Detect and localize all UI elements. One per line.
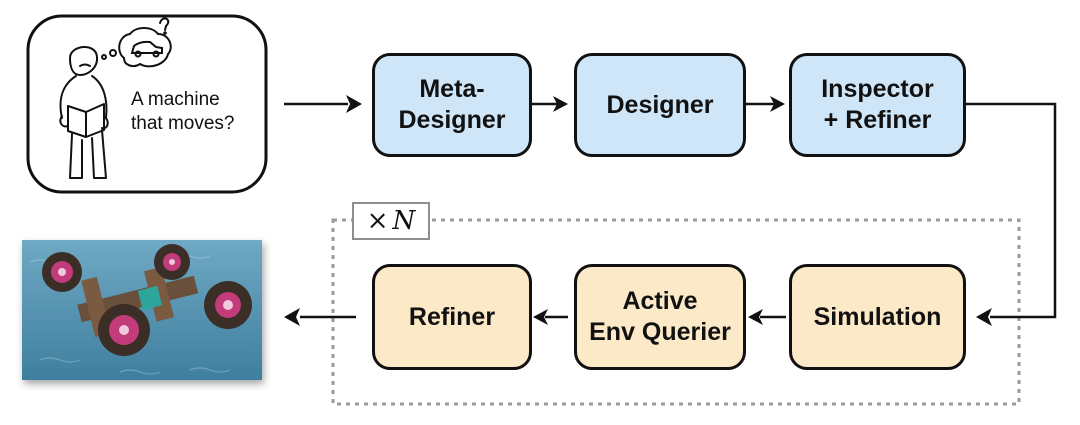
active-env-querier-box: Active Env Querier xyxy=(574,264,746,370)
arrow-inspector-to-simulation xyxy=(965,102,1057,326)
loop-count-badge: × N xyxy=(352,202,430,240)
arrow-designer-to-inspector xyxy=(745,96,785,112)
meta-designer-label: Meta- Designer xyxy=(398,75,506,134)
loop-count: N xyxy=(392,206,416,236)
vehicle-render-image xyxy=(22,240,262,380)
designer-box: Designer xyxy=(574,53,746,157)
designer-label: Designer xyxy=(606,90,714,119)
inspector-refiner-box: Inspector + Refiner xyxy=(789,53,966,157)
user-prompt-text: A machine that moves? xyxy=(131,89,235,134)
thought-bubble-car-icon xyxy=(101,17,172,68)
simulation-label: Simulation xyxy=(813,302,942,331)
loop-symbol: × xyxy=(366,206,389,236)
loop-region xyxy=(331,218,1021,406)
simulation-box: Simulation xyxy=(789,264,966,370)
meta-designer-box: Meta- Designer xyxy=(372,53,532,157)
arrow-prompt-to-metadesigner xyxy=(284,95,362,113)
person-reading-icon xyxy=(59,46,109,179)
refiner-label: Refiner xyxy=(408,302,496,331)
arrow-querier-to-refiner xyxy=(533,309,568,325)
arrow-refiner-to-output xyxy=(284,308,356,326)
refiner-box: Refiner xyxy=(372,264,532,370)
active-env-querier-label: Active Env Querier xyxy=(589,287,731,346)
arrow-simulation-to-querier xyxy=(748,309,786,325)
inspector-refiner-label: Inspector + Refiner xyxy=(821,75,934,134)
user-prompt-frame xyxy=(26,14,268,194)
arrow-metadesigner-to-designer xyxy=(531,96,568,112)
